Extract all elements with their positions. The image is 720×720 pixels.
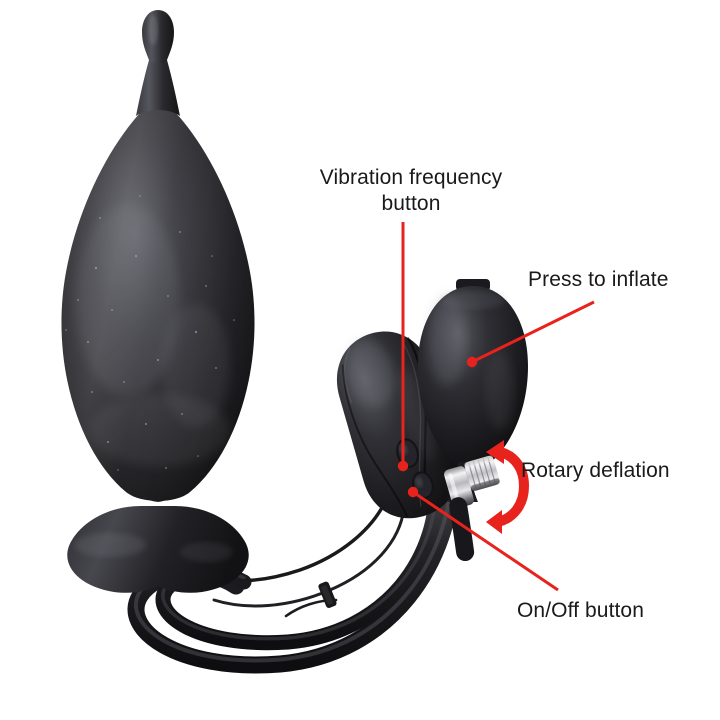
valve-nut[interactable] bbox=[464, 455, 501, 492]
pump-bulb[interactable] bbox=[418, 279, 528, 502]
label-vibration-frequency-button: Vibration frequency button bbox=[300, 165, 522, 217]
leader-on-off-button bbox=[407, 486, 559, 592]
annotation-leaders bbox=[397, 222, 595, 592]
valve[interactable] bbox=[441, 455, 516, 562]
plug-body bbox=[61, 10, 255, 593]
plug-tip bbox=[142, 10, 174, 63]
label-vibration-line-1: Vibration frequency bbox=[319, 166, 503, 189]
rotary-arrow-icon bbox=[486, 440, 530, 534]
label-on-off-button: On/Off button bbox=[517, 599, 644, 622]
cable-tie bbox=[318, 581, 337, 609]
leader-vibration-frequency bbox=[397, 222, 409, 472]
plug-base bbox=[67, 506, 249, 593]
label-vibration-line-2: button bbox=[381, 192, 441, 215]
label-rotary-deflation: Rotary deflation bbox=[521, 459, 670, 482]
leader-press-to-inflate bbox=[466, 300, 595, 368]
label-press-to-inflate: Press to inflate bbox=[528, 268, 669, 291]
surface-speckles bbox=[65, 195, 235, 471]
